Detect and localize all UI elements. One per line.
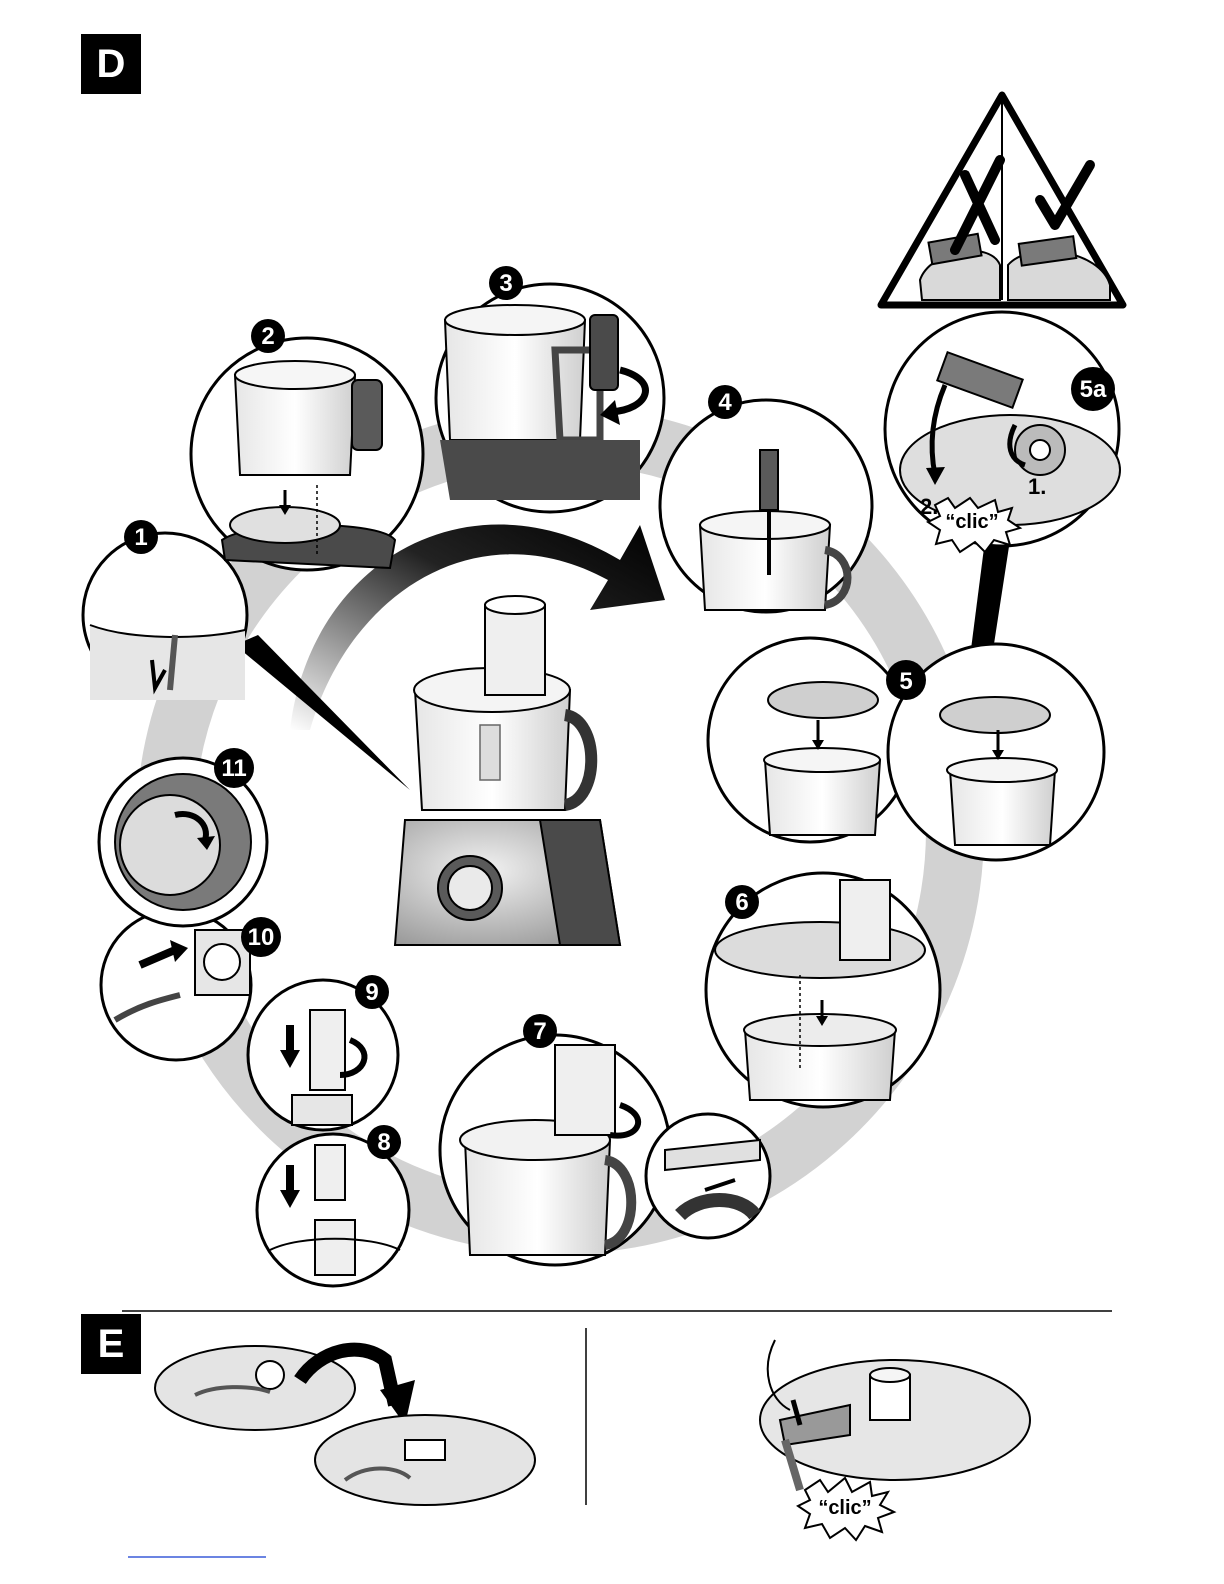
step-4-panel — [660, 400, 872, 612]
step-badge-5: 5 — [886, 660, 926, 700]
step-badge-6: 6 — [725, 885, 759, 919]
step-1-panel — [83, 533, 247, 700]
step-badge-1: 1 — [124, 520, 158, 554]
svg-text:“clic”: “clic” — [945, 511, 998, 533]
svg-text:2: 2 — [261, 323, 274, 350]
step-badge-2: 2 — [251, 319, 285, 353]
step-badge-4: 4 — [708, 385, 742, 419]
svg-text:10: 10 — [248, 924, 275, 951]
svg-text:9: 9 — [365, 979, 378, 1006]
step-badge-9: 9 — [355, 975, 389, 1009]
svg-text:4: 4 — [718, 389, 732, 416]
step-7-panel — [440, 1035, 670, 1265]
food-processor-main — [395, 596, 620, 945]
step-5-left-panel — [708, 638, 912, 842]
step-2-panel — [191, 338, 423, 570]
step-badge-11: 11 — [214, 748, 254, 788]
step-badge-5a: 5a — [1071, 367, 1115, 411]
clic-burst-e: “clic” — [798, 1478, 894, 1540]
step-2-marker: 2. — [920, 494, 938, 519]
step-badge-8: 8 — [367, 1125, 401, 1159]
svg-text:5a: 5a — [1080, 376, 1107, 403]
step-7-detail-panel — [646, 1114, 770, 1238]
step-10-panel — [101, 910, 251, 1060]
step-badge-3: 3 — [489, 266, 523, 300]
svg-text:8: 8 — [377, 1129, 390, 1156]
disc-blade-click-illustration — [760, 1340, 1030, 1490]
step-badge-10: 10 — [241, 917, 281, 957]
svg-text:6: 6 — [735, 889, 748, 916]
disc-flip-illustration — [155, 1346, 535, 1505]
svg-text:11: 11 — [221, 755, 246, 782]
svg-text:1: 1 — [134, 524, 147, 551]
step-1-marker: 1. — [1028, 474, 1046, 499]
svg-text:5: 5 — [899, 668, 912, 695]
svg-text:3: 3 — [499, 270, 512, 297]
svg-text:7: 7 — [533, 1018, 546, 1045]
step-3-panel — [436, 284, 664, 512]
svg-text:“clic”: “clic” — [818, 1497, 871, 1519]
step-badge-7: 7 — [523, 1014, 557, 1048]
warning-triangle-icon — [881, 95, 1123, 305]
